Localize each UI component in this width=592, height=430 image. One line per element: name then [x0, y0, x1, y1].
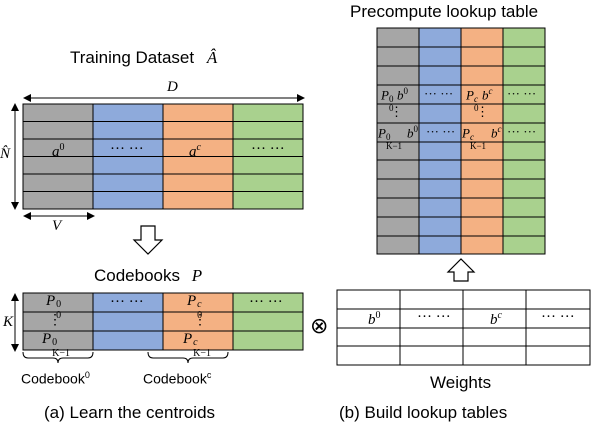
dim-k-label: K [3, 314, 14, 330]
dim-n-label: N̂ [0, 146, 11, 162]
lut-dots-k: ··· ··· [426, 124, 456, 139]
cb-dots-blue: ··· ··· [110, 294, 144, 310]
training-dataset-title: Training Dataset Â [70, 48, 217, 68]
otimes-symbol: ⊗ [310, 314, 329, 339]
codebooks-label: Codebooks [94, 266, 181, 285]
cell-dots: ··· ··· [110, 141, 144, 157]
codebookc-label: Codebookc [143, 370, 212, 387]
lut-col-blue [419, 28, 461, 254]
cell-ac: ac [189, 142, 201, 160]
training-dataset-label: Training Dataset [70, 48, 195, 67]
cb-vdots-c: ⋮ [193, 313, 207, 328]
caption-b: (b) Build lookup tables [339, 403, 508, 422]
lut-dots-green: ··· ··· [507, 86, 537, 101]
weights-bc: bc [490, 310, 502, 328]
lookup-title: Precompute lookup table [350, 2, 539, 21]
dataset-matrix [22, 103, 304, 210]
codebooks-symbol: P [191, 266, 203, 285]
lut-dots-k-green: ··· ··· [507, 124, 537, 139]
weights-table [336, 289, 591, 366]
weights-dots-2: ··· ··· [541, 309, 575, 325]
codebook-col-orange [163, 293, 233, 350]
lookup-table [376, 27, 546, 255]
dataset-symbol: Â [206, 48, 218, 67]
codebook-col-blue [93, 293, 163, 350]
lut-col-green [503, 28, 545, 254]
caption-a: (a) Learn the centroids [44, 403, 216, 422]
lut-vdots-0: ⋮ [390, 104, 403, 119]
codebook0-label: Codebook0 [21, 370, 90, 387]
weights-b0: b0 [368, 310, 381, 328]
codebookc-brace [147, 351, 229, 364]
codebooks-title: Codebooks P [94, 266, 202, 286]
weights-dots: ··· ··· [417, 309, 451, 325]
codebook0-brace [22, 351, 94, 364]
cb-vdots: ⋮ [48, 313, 62, 328]
dim-d-label: D [167, 79, 178, 95]
codebook-col-gray [23, 293, 93, 350]
cell-dots-2: ··· ··· [251, 141, 285, 157]
codebook-col-green [233, 293, 303, 350]
weights-label: Weights [430, 373, 492, 392]
up-arrow [446, 258, 476, 282]
cb-dots-green: ··· ··· [249, 294, 283, 310]
lut-vdots-c: ⋮ [476, 104, 489, 119]
down-arrow [132, 225, 164, 255]
cell-a0: a0 [52, 142, 65, 160]
dim-v-label: V [52, 218, 62, 234]
lut-dots: ··· ··· [424, 86, 454, 101]
codebook-matrix [22, 292, 304, 351]
